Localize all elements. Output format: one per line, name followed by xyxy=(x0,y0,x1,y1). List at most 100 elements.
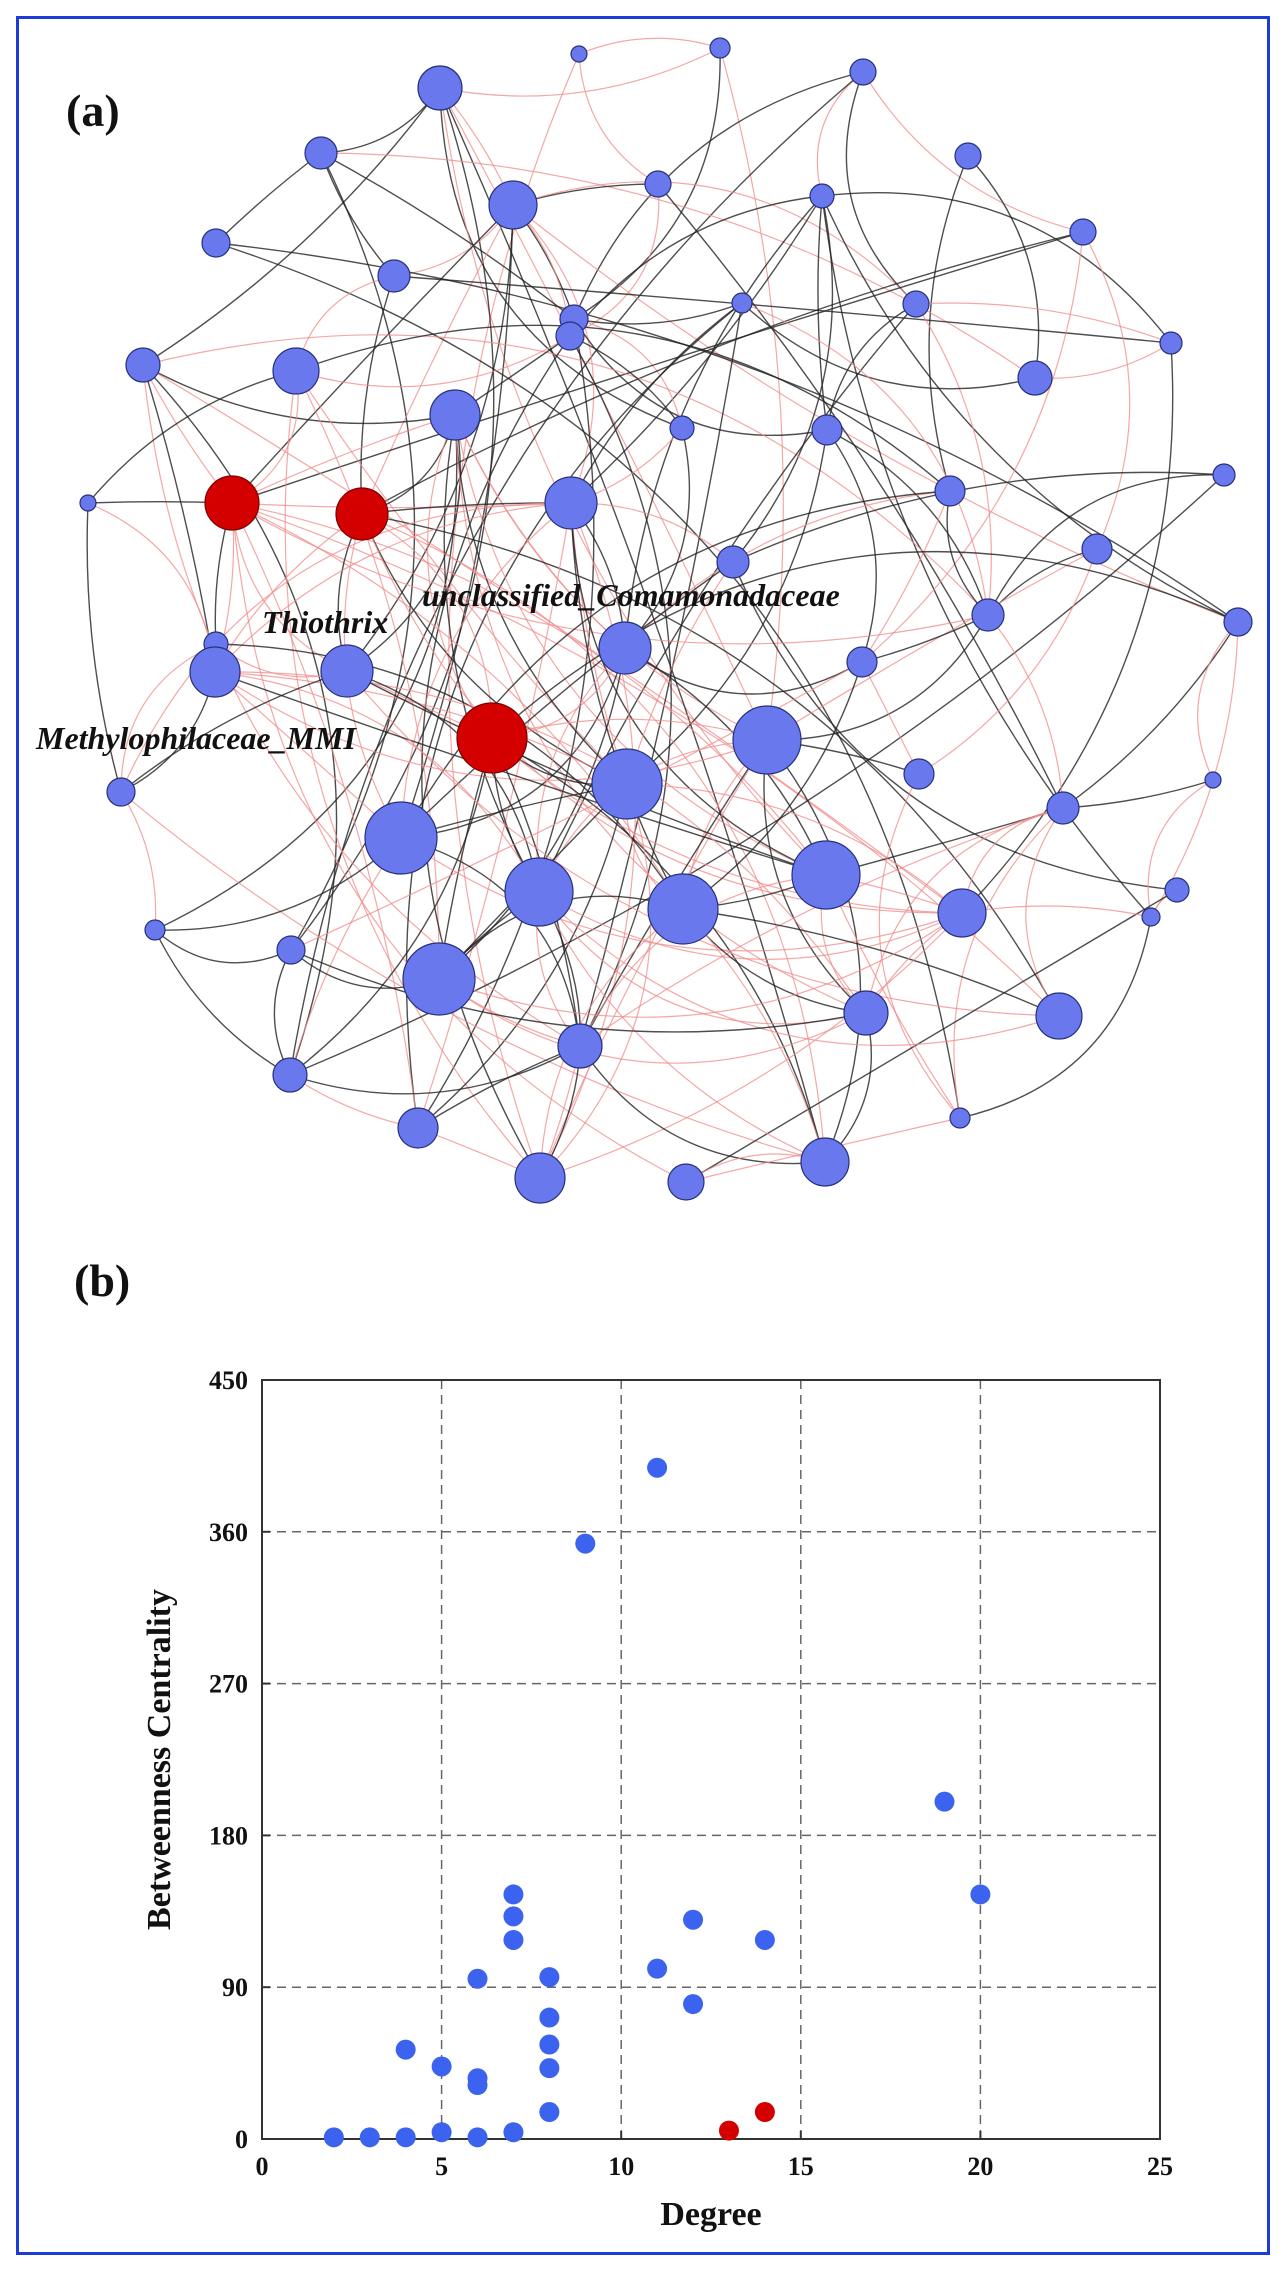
positive-edge xyxy=(289,1074,419,1129)
data-point xyxy=(539,2034,560,2055)
negative-edge xyxy=(861,614,989,663)
network-node xyxy=(1046,791,1080,825)
network-node xyxy=(598,621,652,675)
y-axis-title: Betweenness Centrality xyxy=(141,1589,178,1930)
network-node xyxy=(320,644,374,698)
negative-edge xyxy=(573,302,743,325)
network-node xyxy=(79,494,97,512)
network-node xyxy=(189,646,241,698)
negative-edge xyxy=(573,71,864,320)
x-tick-label: 20 xyxy=(967,2152,993,2181)
positive-edge xyxy=(538,891,826,1163)
positive-edge xyxy=(361,513,493,739)
y-tick-label: 270 xyxy=(209,1670,248,1699)
positive-edge xyxy=(284,370,541,1179)
data-point xyxy=(539,2007,560,2028)
negative-edge xyxy=(1062,779,1214,809)
figure-frame xyxy=(16,16,1270,2255)
positive-edge xyxy=(361,513,963,914)
network-node xyxy=(125,347,161,383)
negative-edge xyxy=(682,908,1060,1017)
network-node xyxy=(106,777,136,807)
negative-edge xyxy=(454,414,628,785)
negative-edge xyxy=(443,414,540,893)
positive-edge xyxy=(1147,779,1214,918)
x-tick-label: 5 xyxy=(435,2152,448,2181)
positive-edge xyxy=(825,874,961,1119)
highlighted-node xyxy=(204,475,260,531)
network-node xyxy=(716,545,750,579)
network-node xyxy=(1212,463,1236,487)
positive-edge xyxy=(626,783,963,914)
negative-edge xyxy=(570,302,743,504)
negative-edge xyxy=(732,471,1225,563)
positive-edge xyxy=(861,661,920,775)
positive-edge xyxy=(417,502,572,1129)
negative-edge xyxy=(657,183,1064,809)
negative-edge xyxy=(86,502,122,793)
positive-edge xyxy=(214,502,572,673)
positive-edge xyxy=(120,502,572,793)
negative-edge xyxy=(569,195,823,337)
negative-edge xyxy=(320,152,575,320)
positive-edge xyxy=(231,502,572,509)
positive-edge xyxy=(400,502,572,839)
positive-edge xyxy=(915,303,992,616)
negative-edge xyxy=(438,647,626,980)
x-tick-label: 15 xyxy=(788,2152,814,2181)
network-node xyxy=(1141,907,1161,927)
y-tick-label: 90 xyxy=(222,1973,248,2002)
data-point xyxy=(467,1968,488,1989)
negative-edge xyxy=(626,429,828,785)
data-point xyxy=(575,1533,596,1554)
network-node xyxy=(667,1163,705,1201)
positive-edge xyxy=(231,502,348,672)
positive-edge xyxy=(570,502,628,785)
data-point xyxy=(503,1929,524,1950)
positive-edge xyxy=(438,912,963,1018)
highlighted-data-point xyxy=(718,2120,739,2141)
scatter-points xyxy=(323,1457,991,2148)
negative-edge xyxy=(142,87,441,366)
positive-edge xyxy=(861,490,951,663)
negative-edge xyxy=(579,1045,826,1165)
negative-edge xyxy=(766,614,989,741)
data-point xyxy=(683,1909,704,1930)
negative-edge xyxy=(987,548,1098,616)
y-tick-label: 360 xyxy=(209,1518,248,1547)
positive-edge xyxy=(400,837,963,952)
network-node xyxy=(544,476,598,530)
negative-edge xyxy=(361,231,1084,515)
network-node xyxy=(397,1107,439,1149)
positive-edge xyxy=(1197,621,1239,781)
data-point xyxy=(647,1958,668,1979)
positive-edge xyxy=(295,335,571,388)
negative-edge xyxy=(987,474,1225,616)
network-node xyxy=(1164,877,1190,903)
negative-edge xyxy=(766,739,862,1163)
positive-edge xyxy=(231,502,419,1129)
positive-edge xyxy=(361,513,826,1163)
positive-edge xyxy=(719,47,784,741)
x-axis-title: Degree xyxy=(660,2196,761,2233)
negative-edge xyxy=(569,335,683,429)
positive-edge xyxy=(539,912,963,1179)
negative-edge xyxy=(624,195,823,649)
network-node xyxy=(570,45,588,63)
positive-edge xyxy=(536,647,626,893)
negative-edge xyxy=(154,929,292,964)
network-nodes xyxy=(79,37,1253,1204)
data-point xyxy=(503,2122,524,2143)
positive-edge xyxy=(1025,807,1064,1017)
data-point xyxy=(431,2122,452,2143)
network-node xyxy=(647,873,719,945)
negative-edge xyxy=(417,318,595,1129)
network-node xyxy=(669,415,695,441)
negative-edge xyxy=(400,561,734,839)
positive-edge xyxy=(295,370,440,980)
positive-edge xyxy=(361,204,514,515)
positive-edge xyxy=(987,614,1064,809)
negative-edge xyxy=(215,152,322,244)
positive-edge xyxy=(214,671,628,785)
